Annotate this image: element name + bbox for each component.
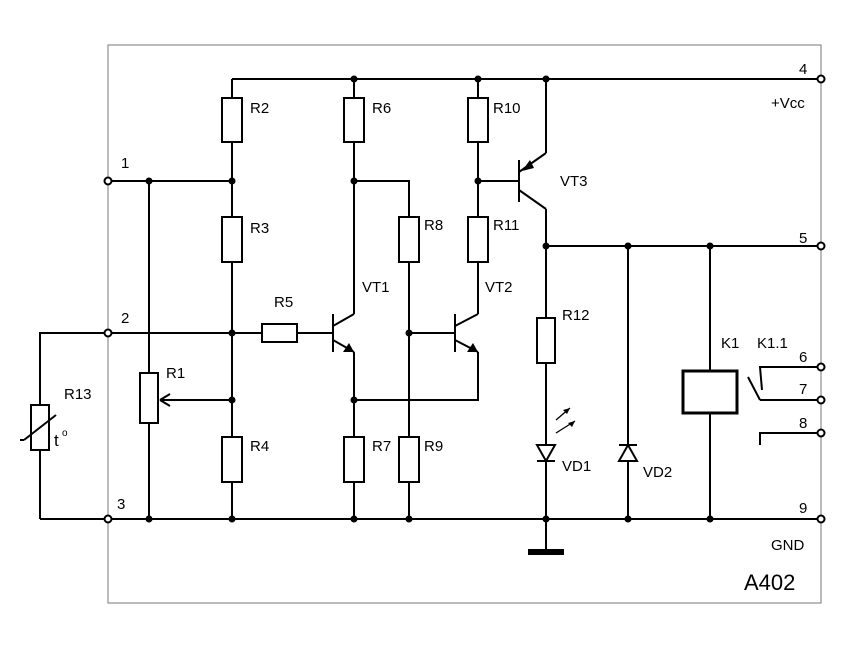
transistor-vt3 — [518, 152, 547, 210]
svg-text:t: t — [54, 431, 59, 450]
label-r13: R13 — [64, 386, 92, 403]
label-vt2: VT2 — [485, 279, 513, 296]
terminal-1 — [103, 176, 113, 186]
terminal-3 — [103, 514, 113, 524]
resistor-r12 — [536, 317, 556, 364]
terminal-6 — [816, 362, 826, 372]
label-r2: R2 — [250, 100, 269, 117]
terminals — [103, 74, 826, 524]
potentiometer-r1 — [139, 372, 159, 424]
pin-label-5: 5 — [799, 230, 807, 247]
label-r8: R8 — [424, 217, 443, 234]
terminal-7 — [816, 395, 826, 405]
pin-label-2: 2 — [121, 310, 129, 327]
pin-label-3: 3 — [117, 496, 125, 513]
module-outline — [107, 44, 822, 604]
label-r11: R11 — [493, 217, 519, 234]
relay-contacts-k1-1 — [747, 366, 821, 445]
led-vd1 — [535, 407, 576, 464]
terminal-4 — [816, 74, 826, 84]
terminal-5 — [816, 241, 826, 251]
net-label-vcc: +Vcc — [771, 95, 805, 112]
resistor-r8 — [398, 216, 420, 263]
label-vt3: VT3 — [560, 173, 588, 190]
resistor-r3 — [221, 216, 243, 263]
label-r3: R3 — [250, 220, 269, 237]
pin-label-8: 8 — [799, 415, 807, 432]
terminal-8 — [816, 428, 826, 438]
label-k1: K1 — [721, 335, 739, 352]
wires — [39, 78, 821, 555]
transistor-vt1 — [332, 313, 355, 353]
label-r5: R5 — [274, 294, 293, 311]
terminal-9 — [816, 514, 826, 524]
label-vd2: VD2 — [643, 464, 672, 481]
terminal-2 — [103, 328, 113, 338]
net-label-gnd: GND — [771, 537, 805, 554]
pin-label-4: 4 — [799, 61, 807, 78]
resistor-r9 — [398, 436, 420, 483]
label-r7: R7 — [372, 438, 391, 455]
label-r1: R1 — [166, 365, 185, 382]
label-r4: R4 — [250, 438, 269, 455]
thermistor-r13: t o — [20, 404, 68, 451]
pin-label-7: 7 — [799, 381, 807, 398]
label-r10: R10 — [493, 100, 521, 117]
module-label: A402 — [744, 570, 795, 595]
label-r9: R9 — [424, 438, 443, 455]
relay-coil-k1 — [681, 369, 739, 415]
transistor-vt2 — [454, 313, 479, 353]
resistor-r11 — [467, 216, 489, 263]
pin-label-9: 9 — [799, 500, 807, 517]
pin-label-1: 1 — [121, 155, 129, 172]
label-vt1: VT1 — [362, 279, 390, 296]
resistor-r6 — [343, 97, 365, 143]
resistor-r4 — [221, 436, 243, 483]
label-vd1: VD1 — [562, 458, 591, 475]
label-k1-1: K1.1 — [757, 335, 788, 352]
pin-label-6: 6 — [799, 349, 807, 366]
resistor-r5 — [261, 323, 298, 343]
resistors: t o — [20, 97, 556, 483]
label-r12: R12 — [562, 307, 590, 324]
junction-dots — [145, 75, 714, 523]
label-r6: R6 — [372, 100, 391, 117]
resistor-r10 — [467, 97, 489, 143]
svg-text:o: o — [62, 428, 68, 439]
resistor-r7 — [343, 436, 365, 483]
resistor-r2 — [221, 97, 243, 143]
diode-vd2 — [617, 442, 639, 462]
